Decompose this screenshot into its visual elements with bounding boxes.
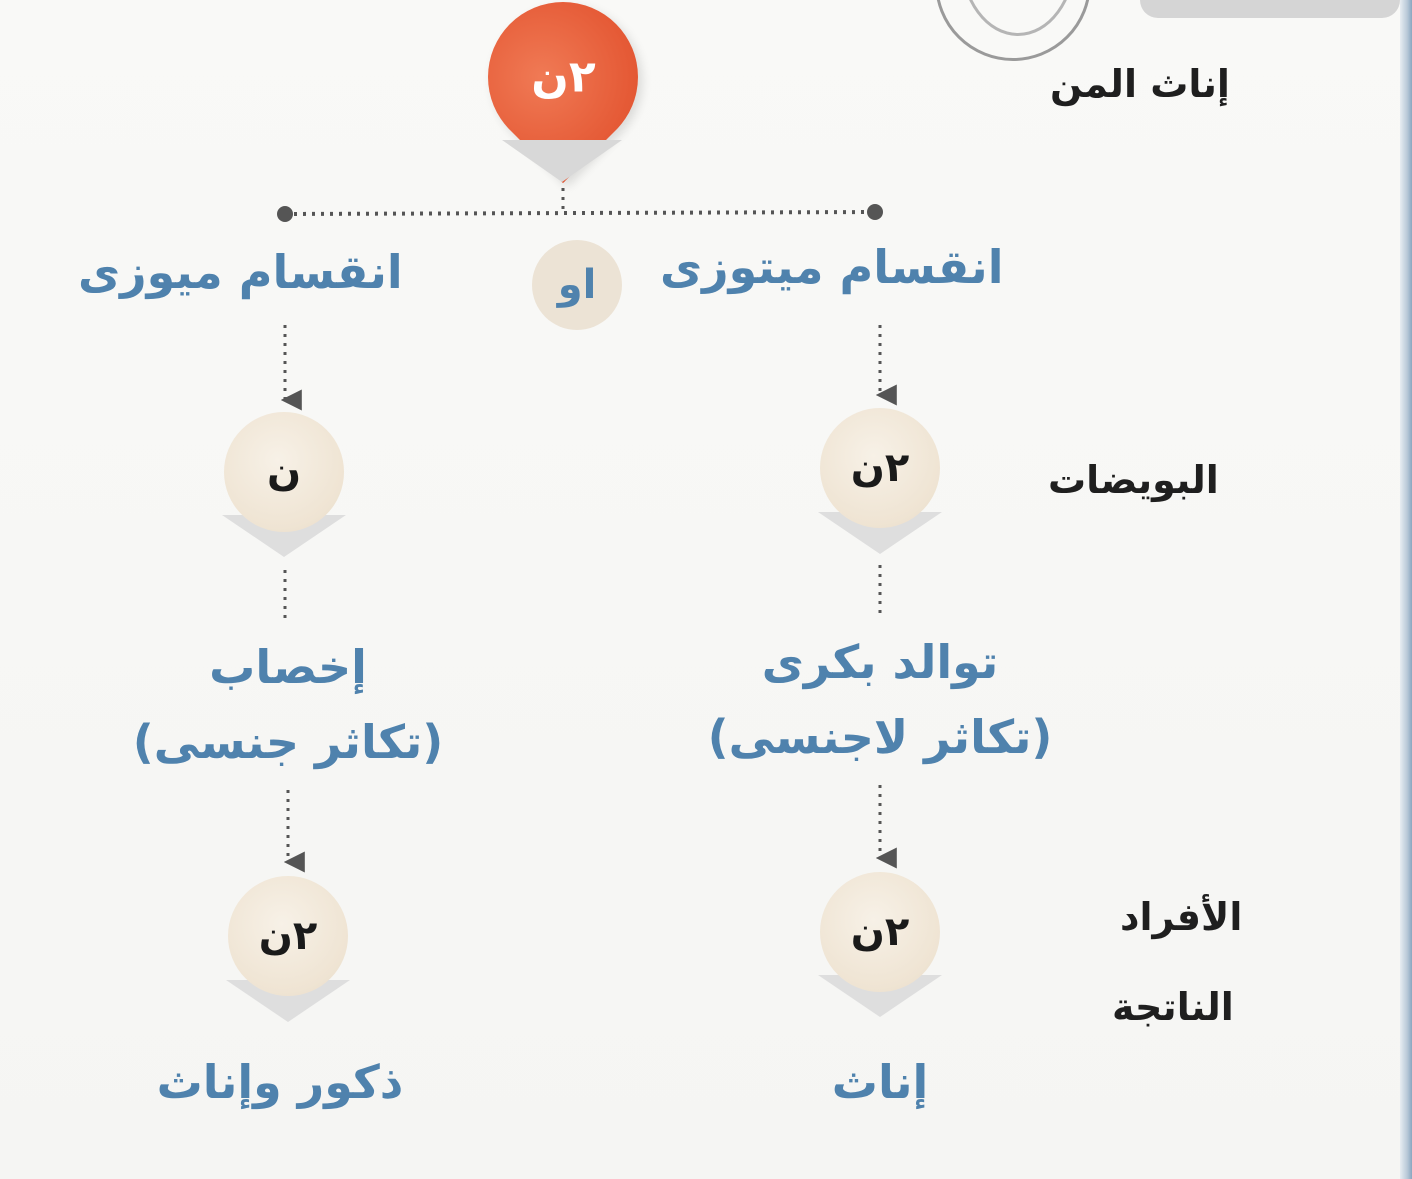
egg-node-left: ن	[224, 412, 344, 532]
row-label-offspring-line2: الناتجة	[1112, 985, 1234, 1029]
result-label-right: إناث	[831, 1055, 929, 1109]
process-label-right: توالد بكرى	[761, 635, 999, 689]
row-label-eggs: البويضات	[1048, 458, 1219, 502]
egg-value-left: ن	[266, 449, 302, 495]
offspring-node-left: ٢ن	[228, 876, 348, 996]
egg-value-right: ٢ن	[850, 445, 910, 491]
offspring-value-right: ٢ن	[850, 909, 910, 955]
page-edge	[1400, 0, 1412, 1179]
or-label: او	[557, 262, 597, 308]
top-node-value: ٢ن	[530, 51, 596, 103]
row-label-aphid-females: إناث المن	[1050, 62, 1230, 106]
division-label-meiosis: انقسام ميوزى	[78, 245, 403, 299]
split-line	[284, 210, 876, 216]
corner-decoration	[1140, 0, 1400, 18]
process-label-left: إخصاب	[209, 640, 367, 694]
row-label-offspring-line1: الأفراد	[1120, 895, 1243, 939]
top-node-shadow	[502, 140, 622, 182]
split-endpoint	[277, 206, 293, 222]
offspring-node-right: ٢ن	[820, 872, 940, 992]
split-endpoint	[867, 204, 883, 220]
result-label-left: ذكور وإناث	[156, 1055, 404, 1109]
egg-node-right: ٢ن	[820, 408, 940, 528]
offspring-value-left: ٢ن	[258, 913, 318, 959]
division-label-mitosis: انقسام ميتوزى	[660, 240, 1004, 294]
process-detail-right: (تكاثر لاجنسى)	[707, 710, 1053, 764]
or-badge: او	[532, 240, 622, 330]
process-detail-left: (تكاثر جنسى)	[132, 715, 444, 769]
